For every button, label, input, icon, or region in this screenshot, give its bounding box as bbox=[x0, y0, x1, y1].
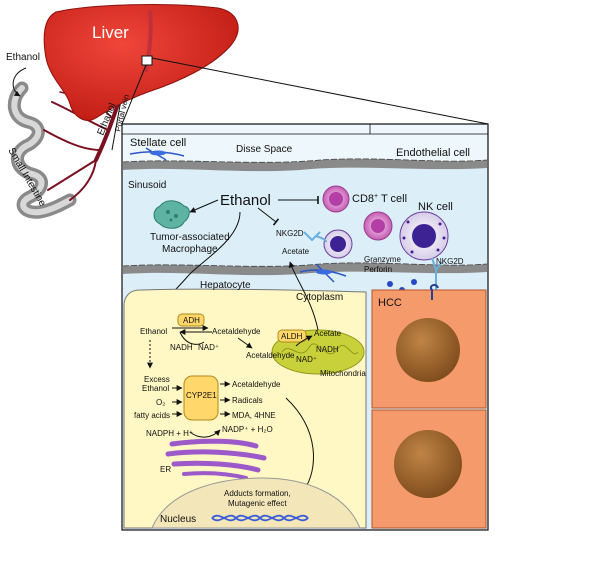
aldh-label: ALDH bbox=[281, 332, 303, 341]
ethanol-hep-label: Ethanol bbox=[140, 327, 167, 336]
zoom-line-right bbox=[151, 57, 489, 125]
hcc-cell-lower bbox=[371, 409, 487, 529]
zoom-line-left bbox=[121, 64, 147, 125]
acetaldehyde-to-mito-arrow bbox=[237, 337, 253, 349]
liver-organ bbox=[43, 4, 239, 121]
cyp2e1-label: CYP2E1 bbox=[186, 391, 217, 400]
ethanol-intake-arrow bbox=[12, 67, 27, 97]
nadp-label: NADP⁺ + H₂O bbox=[222, 425, 273, 434]
mitochondria-label: Mitochondria bbox=[320, 369, 366, 378]
adh-enzyme bbox=[177, 313, 205, 327]
hcc-ligand bbox=[429, 283, 439, 300]
excess-label: Excess bbox=[144, 375, 170, 384]
cd8-label: CD8+ T cell bbox=[352, 193, 407, 205]
adh-label: ADH bbox=[183, 316, 200, 325]
endoplasmic-reticulum bbox=[165, 438, 267, 480]
nadph-label: NADPH + H⁺ bbox=[146, 429, 193, 438]
acetaldehyde-mito-label: Acetaldehyde bbox=[246, 351, 295, 360]
hcc-cell-upper bbox=[371, 289, 487, 409]
zoom-region-box bbox=[141, 55, 153, 66]
granzyme-label: Granzyme bbox=[364, 255, 401, 264]
nadh-mito-label: NADH bbox=[316, 345, 339, 354]
ethanol-inhibits-nkg2d-line bbox=[257, 207, 280, 226]
nkg2d-receptor-right bbox=[431, 257, 443, 290]
macrophage-cell bbox=[153, 200, 190, 229]
acetate-export-arrow bbox=[288, 261, 319, 331]
nadh-1-label: NADH bbox=[170, 343, 193, 352]
radicals-to-nucleus-arrow bbox=[285, 397, 314, 491]
small-intestine-shape bbox=[7, 81, 77, 219]
stellate-cell bbox=[129, 147, 185, 161]
radicals-label: Radicals bbox=[232, 396, 263, 405]
ethanol-intake-label: Ethanol bbox=[6, 52, 40, 63]
nkg2d-right-label: NKG2D bbox=[436, 257, 464, 266]
stellate-cell-lower bbox=[299, 263, 347, 283]
o2-label: O₂ bbox=[156, 398, 165, 407]
nad-mito-label: NAD⁺ bbox=[296, 355, 317, 364]
cyp2e1-enzyme bbox=[183, 375, 219, 421]
macrophage-label-1: Tumor-associated bbox=[150, 232, 230, 243]
hepatocyte-label: Hepatocyte bbox=[200, 280, 251, 291]
disse-space-label: Disse Space bbox=[236, 144, 293, 155]
dna-helix bbox=[211, 514, 309, 522]
er-label: ER bbox=[160, 465, 171, 474]
mutagenic-label: Mutagenic effect bbox=[228, 499, 287, 508]
sinusoid-label: Sinusoid bbox=[128, 180, 166, 191]
nk-cell-label: NK cell bbox=[418, 201, 453, 213]
ethanol-to-macrophage-arrow bbox=[189, 199, 219, 213]
cd8-t-cell bbox=[322, 185, 350, 213]
macrophage-label-2: Macrophage bbox=[162, 244, 218, 255]
aldh-reaction-arrow bbox=[295, 335, 313, 347]
nucleus-label: Nucleus bbox=[160, 514, 196, 525]
hepatocyte-nucleus bbox=[151, 477, 361, 529]
nk-cell bbox=[399, 211, 449, 261]
acetaldehyde-1-label: Acetaldehyde bbox=[212, 327, 261, 336]
endothelial-cell-label: Endothelial cell bbox=[396, 147, 470, 159]
acetate-mito-label: Acetate bbox=[314, 329, 342, 338]
nkg2d-receptor-left bbox=[303, 231, 321, 242]
adh-cofactor-curve bbox=[179, 331, 205, 345]
mda-label: MDA, 4HNE bbox=[232, 411, 276, 420]
hcc-label: HCC bbox=[378, 297, 402, 309]
acetaldehyde-2-label: Acetaldehyde bbox=[232, 380, 281, 389]
cd8-t-cell-2 bbox=[363, 211, 393, 241]
cytoplasm-label: Cytoplasm bbox=[296, 292, 343, 303]
cytotoxic-cell-small bbox=[315, 229, 353, 259]
excess-ethanol-label: Ethanol bbox=[142, 384, 169, 393]
ethanol-center-label: Ethanol bbox=[220, 192, 271, 209]
adducts-label: Adducts formation, bbox=[224, 489, 291, 498]
fatty-acids-label: fatty acids bbox=[134, 411, 170, 420]
liver-label: Liver bbox=[92, 23, 129, 42]
nadph-curve bbox=[189, 429, 221, 438]
acetate-top-label: Acetate bbox=[282, 247, 310, 256]
nad-1-label: NAD⁺ bbox=[198, 343, 219, 352]
perforin-label: Perforin bbox=[364, 265, 392, 274]
stellate-cell-label: Stellate cell bbox=[130, 137, 186, 149]
nkg2d-left-label: NKG2D bbox=[276, 229, 304, 238]
